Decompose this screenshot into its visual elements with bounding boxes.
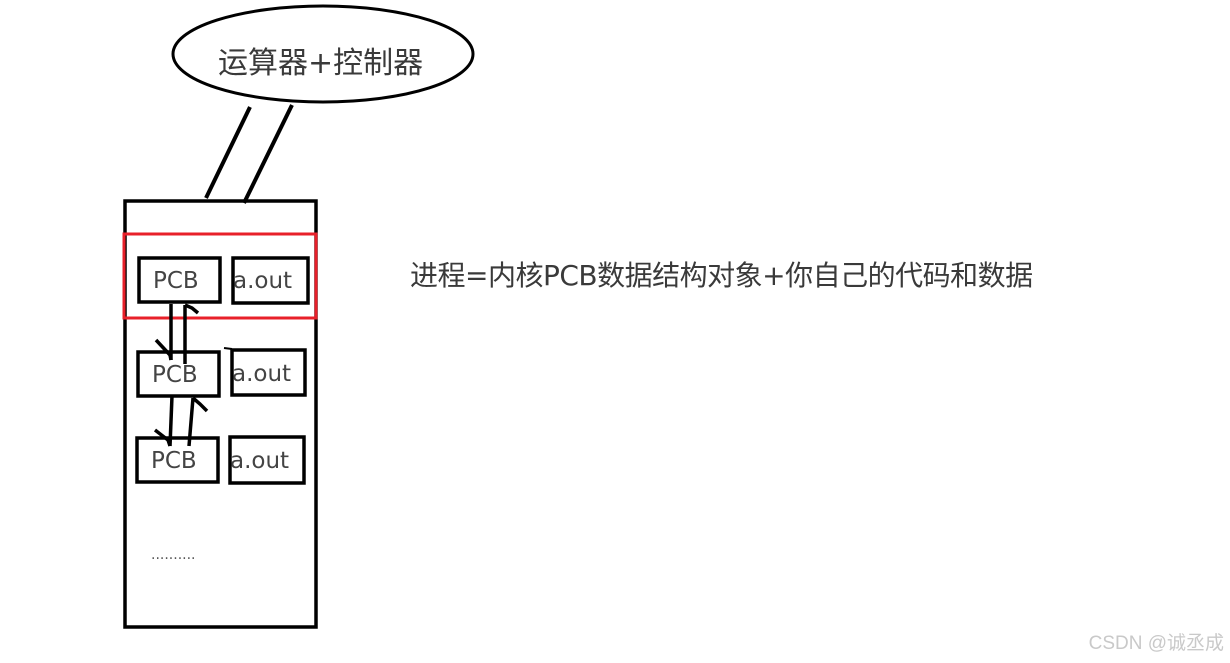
bus-line-left: [204, 106, 252, 199]
more-processes-ellipsis: ..........: [151, 547, 196, 563]
pcb-box-3: [135, 436, 220, 484]
cpu-ellipse-label: 运算器+控制器: [218, 46, 424, 81]
pcb-label-2: PCB: [152, 362, 198, 388]
aout-box-2: [230, 348, 307, 397]
link-arrows-2-3: [153, 395, 209, 447]
aout-box-1: [231, 256, 310, 305]
aout-box-3: [228, 435, 306, 485]
cpu-ellipse: [171, 4, 475, 104]
aout-label-1: a.out: [233, 268, 293, 294]
pcb-label-3: PCB: [151, 448, 197, 474]
memory-box: [123, 199, 318, 629]
link-arrows-1-2: [154, 303, 200, 364]
aout-label-3: a.out: [230, 448, 290, 474]
pcb-label-1: PCB: [153, 268, 199, 294]
process-definition-caption: 进程=内核PCB数据结构对象+你自己的代码和数据: [410, 259, 1033, 292]
pcb-box-2: [136, 350, 221, 398]
aout-label-2: a.out: [232, 361, 292, 387]
watermark: CSDN @诚丞成: [1088, 633, 1224, 654]
bus-line-right: [242, 104, 294, 204]
pcb-box-1: [137, 256, 222, 304]
highlight-rect: [122, 232, 318, 320]
